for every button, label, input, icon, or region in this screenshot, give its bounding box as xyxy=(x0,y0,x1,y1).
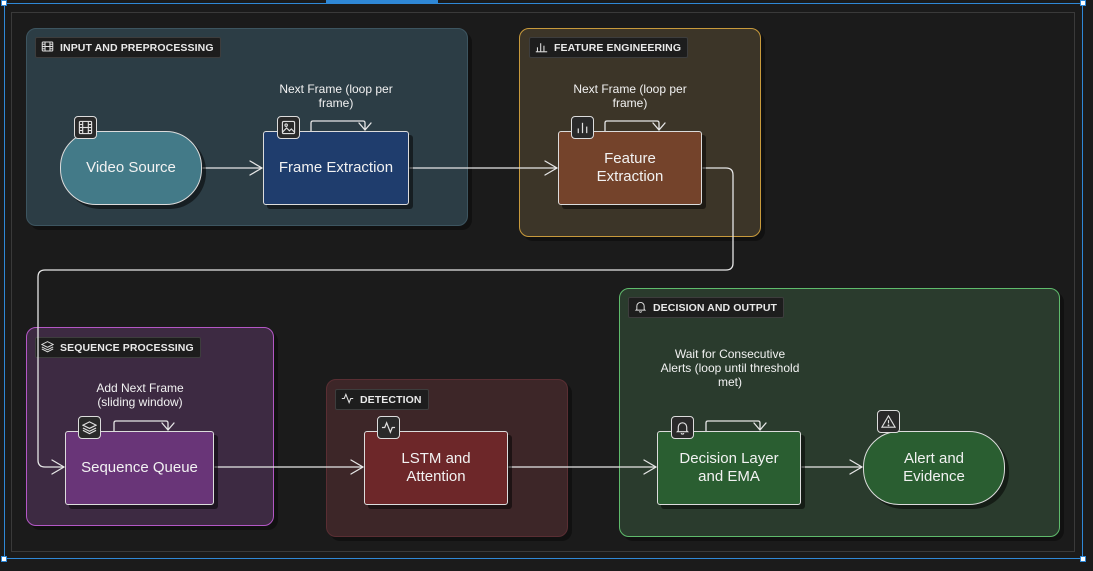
diagram-frame xyxy=(11,12,1075,552)
image-icon xyxy=(277,116,300,139)
bar-chart-icon xyxy=(571,116,594,139)
group-label-text: DECISION AND OUTPUT xyxy=(653,301,778,314)
resize-handle-top-right[interactable] xyxy=(1080,0,1086,6)
node-sequence-queue[interactable]: Sequence Queue xyxy=(65,431,214,505)
node-feature-extraction[interactable]: Feature Extraction xyxy=(558,131,702,205)
group-label-text: FEATURE ENGINEERING xyxy=(554,41,682,54)
layers-icon xyxy=(78,416,101,439)
film-icon xyxy=(74,116,97,139)
node-label: Sequence Queue xyxy=(81,459,198,476)
bell-icon xyxy=(671,416,694,439)
node-label: Decision Layer and EMA xyxy=(679,450,779,485)
selection-tab xyxy=(326,0,438,3)
node-label: Frame Extraction xyxy=(278,159,394,176)
node-decision-layer[interactable]: Decision Layer and EMA xyxy=(657,431,801,505)
resize-handle-top-left[interactable] xyxy=(1,0,7,6)
bar-chart-icon xyxy=(535,40,548,56)
film-icon xyxy=(41,40,54,56)
node-video-source[interactable]: Video Source xyxy=(60,131,202,205)
group-label-decision: DECISION AND OUTPUT xyxy=(628,297,785,318)
node-lstm-attention[interactable]: LSTM and Attention xyxy=(364,431,508,505)
loop-label-feature: Next Frame (loop per frame) xyxy=(573,82,687,110)
bell-icon xyxy=(634,300,647,316)
node-label: Feature Extraction xyxy=(596,150,664,185)
node-label: LSTM and Attention xyxy=(401,450,471,485)
loop-label-decision: Wait for Consecutive Alerts (loop until … xyxy=(660,347,800,389)
group-label-sequence: SEQUENCE PROCESSING xyxy=(35,337,201,358)
node-alert-evidence[interactable]: Alert and Evidence xyxy=(863,431,1005,505)
group-label-feature: FEATURE ENGINEERING xyxy=(529,37,689,58)
group-label-detection: DETECTION xyxy=(335,389,429,410)
loop-label-frame: Next Frame (loop per frame) xyxy=(279,82,393,110)
group-label-text: INPUT AND PREPROCESSING xyxy=(60,41,214,54)
layers-icon xyxy=(40,340,55,356)
node-label: Alert and Evidence xyxy=(903,450,965,485)
group-label-text: DETECTION xyxy=(360,393,422,406)
selection-frame[interactable] xyxy=(4,3,1083,559)
node-label: Video Source xyxy=(86,159,176,176)
resize-handle-bottom-right[interactable] xyxy=(1080,556,1086,562)
activity-icon xyxy=(341,392,354,408)
group-label-text: SEQUENCE PROCESSING xyxy=(60,341,194,354)
node-frame-extraction[interactable]: Frame Extraction xyxy=(263,131,409,205)
loop-label-sequence: Add Next Frame (sliding window) xyxy=(96,381,184,409)
activity-icon xyxy=(377,416,400,439)
group-label-input: INPUT AND PREPROCESSING xyxy=(35,37,221,58)
warning-icon xyxy=(877,410,900,433)
resize-handle-bottom-left[interactable] xyxy=(1,556,7,562)
